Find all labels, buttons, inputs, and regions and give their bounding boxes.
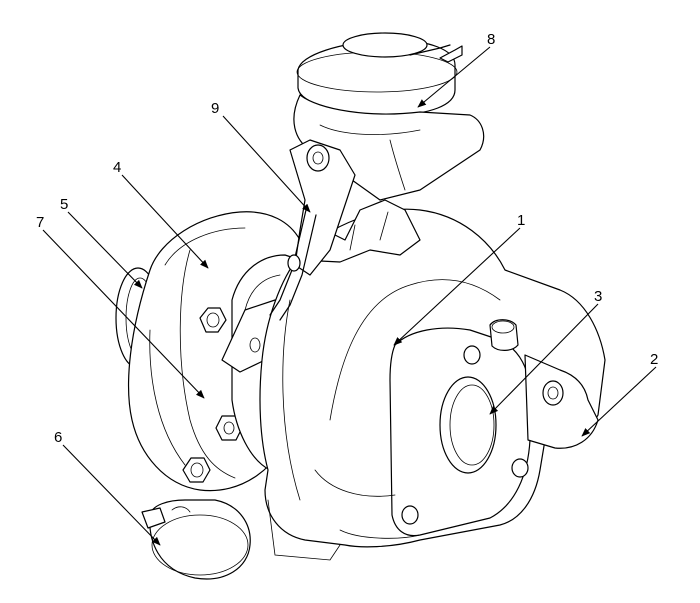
leader-8 [417,46,491,108]
exhaust-outlet-bore [439,376,497,474]
callout-2: 2 [650,351,658,368]
wastegate-actuator [269,32,485,321]
leader-2 [581,366,657,437]
callout-3: 3 [594,288,602,305]
flange-nut-upper [199,307,227,333]
leader-1 [393,227,521,346]
leader-4 [121,174,209,269]
leader-9 [222,115,311,213]
flange-nut-lower [182,457,211,483]
leader-6 [62,444,161,546]
callout-1: 1 [517,212,525,229]
turbine-housing [259,199,606,561]
callout-4: 4 [113,159,121,176]
callout-8: 8 [487,31,495,48]
callout-6: 6 [54,429,62,446]
center-bolt [215,415,243,441]
leader-5 [67,211,143,289]
leader-3 [489,303,599,415]
callout-5: 5 [60,196,68,213]
leader-7 [42,229,205,399]
callout-labels: 1 2 3 4 5 6 7 8 9 [36,31,658,446]
leader-lines [42,46,657,546]
callout-9: 9 [211,100,219,117]
callout-7: 7 [36,214,44,231]
